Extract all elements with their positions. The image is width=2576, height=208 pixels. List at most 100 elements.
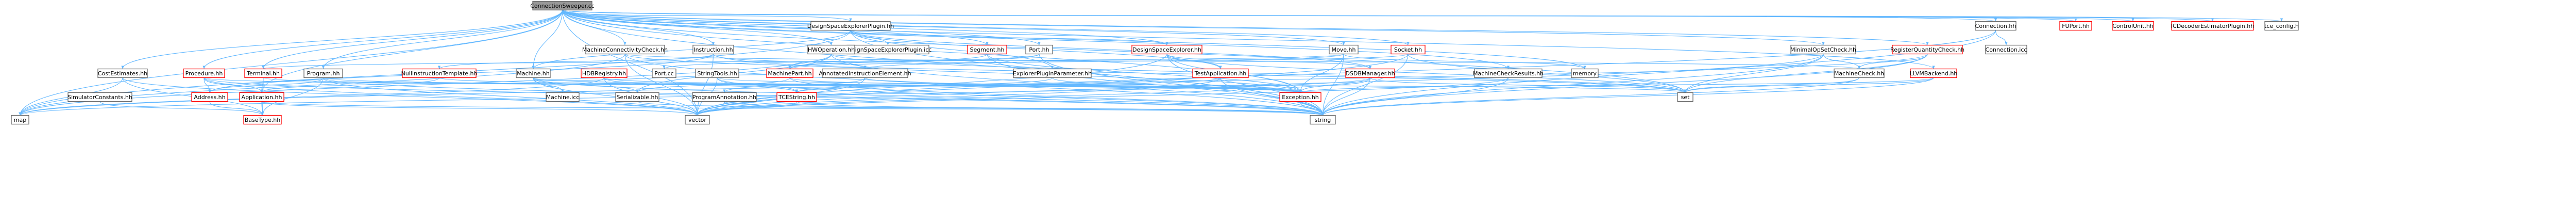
edge-line — [1321, 54, 1409, 116]
node-machine-hh[interactable]: Machine.hh — [516, 68, 551, 78]
edge-line — [1995, 30, 2008, 45]
node-box — [244, 68, 282, 78]
node-label: Procedure.hh — [185, 70, 223, 77]
edge-line — [636, 77, 790, 93]
node-instruction-hh[interactable]: Instruction.hh — [692, 44, 734, 55]
node-icdecoderestimatorplugin-hh[interactable]: ICDecoderEstimatorPlugin.hh — [2171, 21, 2254, 31]
node-stringtools-hh[interactable]: StringTools.hh — [695, 68, 739, 78]
node-box — [1790, 44, 1856, 55]
node-box — [191, 92, 228, 102]
edge-line — [1321, 77, 1509, 116]
node-machinepart-hh[interactable]: MachinePart.hh — [766, 68, 814, 78]
node-minimalopsetcheck-hh[interactable]: MinimalOpSetCheck.hh — [1790, 44, 1856, 55]
edge-line — [19, 54, 832, 116]
edge-line — [865, 77, 1302, 93]
edge-line — [19, 54, 625, 116]
node-port-cc[interactable]: Port.cc — [652, 68, 676, 78]
node-socket-hh[interactable]: Socket.hh — [1391, 44, 1426, 55]
edge-procedure-to-string — [204, 77, 1324, 116]
node-connection-icc[interactable]: Connection.icc — [1985, 44, 2027, 55]
node-label: Address.hh — [194, 94, 225, 101]
node-box — [303, 68, 343, 78]
node-set: set — [1677, 92, 1693, 102]
node-serializable-hh[interactable]: Serializable.hh — [615, 92, 659, 102]
node-box — [1013, 68, 1092, 78]
node-simulatorconstants-hh[interactable]: SimulatorConstants.hh — [67, 92, 132, 102]
node-tcestring-hh[interactable]: TCEString.hh — [776, 92, 817, 102]
node-move-hh[interactable]: Move.hh — [1329, 44, 1359, 55]
edge-machineconn-to-machinecheck — [624, 54, 1860, 69]
node-port-hh[interactable]: Port.hh — [1025, 44, 1053, 55]
edge-application-to-basetype — [261, 101, 264, 116]
node-label: MachineCheck.hh — [1834, 70, 1884, 77]
node-machine-icc[interactable]: Machine.icc — [546, 92, 580, 102]
node-label: MachinePart.hh — [768, 70, 811, 77]
node-label: Machine.hh — [517, 70, 550, 77]
node-testapplication-hh[interactable]: TestApplication.hh — [1192, 68, 1249, 78]
node-label: LLVMBackend.hh — [1910, 70, 1958, 77]
node-program-hh[interactable]: Program.hh — [303, 68, 343, 78]
node-explorerpluginparameter-hh[interactable]: ExplorerPluginParameter.hh — [1013, 68, 1092, 78]
node-application-hh[interactable]: Application.hh — [239, 92, 284, 102]
node-procedure-hh[interactable]: Procedure.hh — [183, 68, 225, 78]
node-dsdbmanager-hh[interactable]: DSDBManager.hh — [1345, 68, 1395, 78]
node-box — [685, 115, 710, 125]
node-machineconnectivitycheck-hh[interactable]: MachineConnectivityCheck.hh — [582, 44, 668, 55]
node-hwoperation-hh[interactable]: HWOperation.hh — [807, 44, 855, 55]
node-address-hh[interactable]: Address.hh — [191, 92, 228, 102]
edge-annotated-to-progannot — [723, 77, 866, 93]
node-machinecheck-hh[interactable]: MachineCheck.hh — [1834, 68, 1885, 78]
node-label: Port.cc — [654, 70, 673, 77]
edge-machine_hh-to-machine_icc — [533, 77, 564, 93]
node-nullinstructiontemplate-hh[interactable]: NullInstructionTemplate.hh — [401, 68, 478, 78]
node-label: AnnotatedInstructionElement.hh — [819, 70, 911, 77]
node-annotatedinstructionelement-hh[interactable]: AnnotatedInstructionElement.hh — [819, 68, 911, 78]
node-hdbregistry-hh[interactable]: HDBRegistry.hh — [581, 68, 628, 78]
node-memory: memory — [1571, 68, 1599, 78]
node-box — [1677, 92, 1693, 102]
edge-minimalopset-to-set — [1684, 54, 1824, 93]
node-box — [822, 68, 908, 78]
node-designspaceexplorer-hh[interactable]: DesignSpaceExplorer.hh — [1131, 44, 1202, 55]
node-designspaceexplorerplugin-hh[interactable]: DesignSpaceExplorerPlugin.hh — [807, 21, 894, 31]
node-box — [1474, 68, 1543, 78]
edge-procedure-to-application — [204, 77, 263, 93]
edge-line — [850, 30, 1168, 45]
node-label: Connection.hh — [1975, 23, 2016, 29]
edge-dsdbmanager-to-string — [1321, 77, 1371, 116]
edge-connection_hh-to-connection_icc — [1995, 30, 2008, 45]
node-costestimates-hh[interactable]: CostEstimates.hh — [97, 68, 148, 78]
edge-tcestring-to-string — [796, 101, 1324, 116]
node-fuport-hh[interactable]: FUPort.hh — [2059, 21, 2092, 31]
node-connection-hh[interactable]: Connection.hh — [1975, 21, 2016, 31]
node-exception-hh[interactable]: Exception.hh — [1279, 92, 1321, 102]
edge-line — [533, 77, 1324, 116]
node-programannotation-hh[interactable]: ProgramAnnotation.hh — [692, 92, 757, 102]
node-label: Exception.hh — [1282, 94, 1319, 101]
node-segment-hh[interactable]: Segment.hh — [967, 44, 1007, 55]
node-controlunit-hh[interactable]: ControlUnit.hh — [2112, 21, 2154, 31]
edge-line — [603, 77, 799, 93]
edge-root-to-terminal — [262, 10, 563, 69]
edge-dse_plugin-to-dse_hh — [850, 30, 1168, 45]
edge-root-to-hwoperation — [562, 10, 833, 45]
edge-line — [204, 77, 1324, 116]
node-connectionsweeper-cc[interactable]: ConnectionSweeper.cc — [530, 1, 595, 11]
node-machinecheckresults-hh[interactable]: MachineCheckResults.hh — [1473, 68, 1544, 78]
node-label: tce_config.h — [2264, 23, 2299, 29]
node-tce-config-h[interactable]: tce_config.h — [2264, 21, 2299, 31]
edge-machinecheckres-to-string — [1321, 77, 1509, 116]
node-llvmbackend-hh[interactable]: LLVMBackend.hh — [1910, 68, 1958, 78]
edge-root-to-minimalopset — [562, 10, 1825, 45]
edge-line — [262, 10, 563, 69]
edge-dse_hh-to-testapp — [1166, 54, 1222, 69]
node-basetype-hh[interactable]: BaseType.hh — [243, 115, 282, 125]
node-terminal-hh[interactable]: Terminal.hh — [244, 68, 282, 78]
node-label: DSDBManager.hh — [1345, 70, 1395, 77]
edge-testapp-to-string — [1220, 77, 1325, 116]
edge-line — [788, 54, 1040, 69]
node-registerquantitycheck-hh[interactable]: RegisterQuantityCheck.hh — [1890, 44, 1964, 55]
node-label: ProgramAnnotation.hh — [692, 94, 756, 101]
edge-line — [624, 54, 1860, 69]
node-designspaceexplorerplugin-icc[interactable]: DesignSpaceExplorerPlugin.icc — [844, 44, 932, 55]
